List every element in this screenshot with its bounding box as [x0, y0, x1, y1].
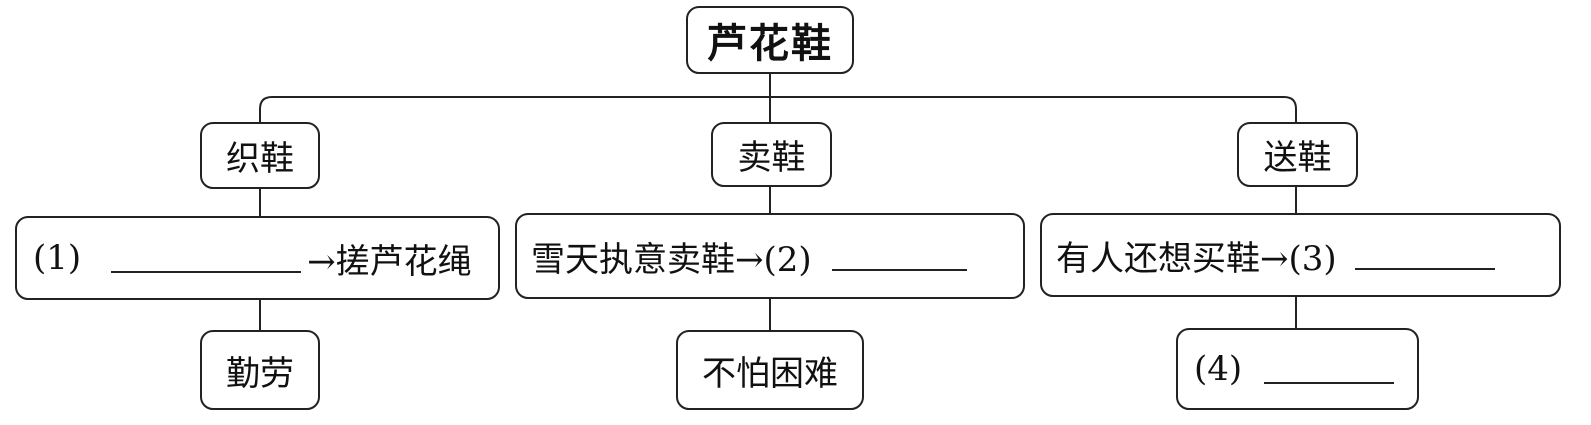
answer-blank-3[interactable] [1354, 240, 1495, 270]
node-weave-shoes-label: 织鞋 [226, 139, 294, 179]
node-sell-shoes-label: 卖鞋 [737, 138, 806, 178]
blank-2-prefix: 雪天执意卖鞋→(2) [531, 239, 812, 280]
blank-4-prefix: (4) [1194, 349, 1243, 389]
node-give-shoes-label: 送鞋 [1263, 138, 1332, 178]
answer-blank-2[interactable] [831, 241, 967, 271]
node-fearless-label: 不怕困难 [702, 353, 838, 394]
node-give-shoes: 送鞋 [1237, 122, 1358, 187]
blank-1-node: (1) →搓芦花绳 [15, 216, 500, 300]
answer-blank-1[interactable] [111, 243, 302, 273]
title-label: 芦花鞋 [707, 21, 833, 67]
node-sell-shoes: 卖鞋 [711, 122, 832, 187]
blank-3-prefix: 有人还想买鞋→(3) [1056, 238, 1337, 279]
node-diligent: 勤劳 [200, 330, 320, 410]
blank-1-prefix: (1) [33, 238, 82, 278]
blank-1-suffix: →搓芦花绳 [307, 241, 472, 282]
blank-2-node: 雪天执意卖鞋→(2) [515, 213, 1025, 299]
blank-4-node: (4) [1176, 328, 1419, 410]
node-diligent-label: 勤劳 [226, 353, 294, 394]
answer-blank-4[interactable] [1264, 354, 1395, 384]
blank-3-node: 有人还想买鞋→(3) [1040, 213, 1561, 297]
title-node: 芦花鞋 [686, 6, 854, 74]
node-fearless: 不怕困难 [676, 330, 864, 410]
node-weave-shoes: 织鞋 [200, 122, 320, 189]
